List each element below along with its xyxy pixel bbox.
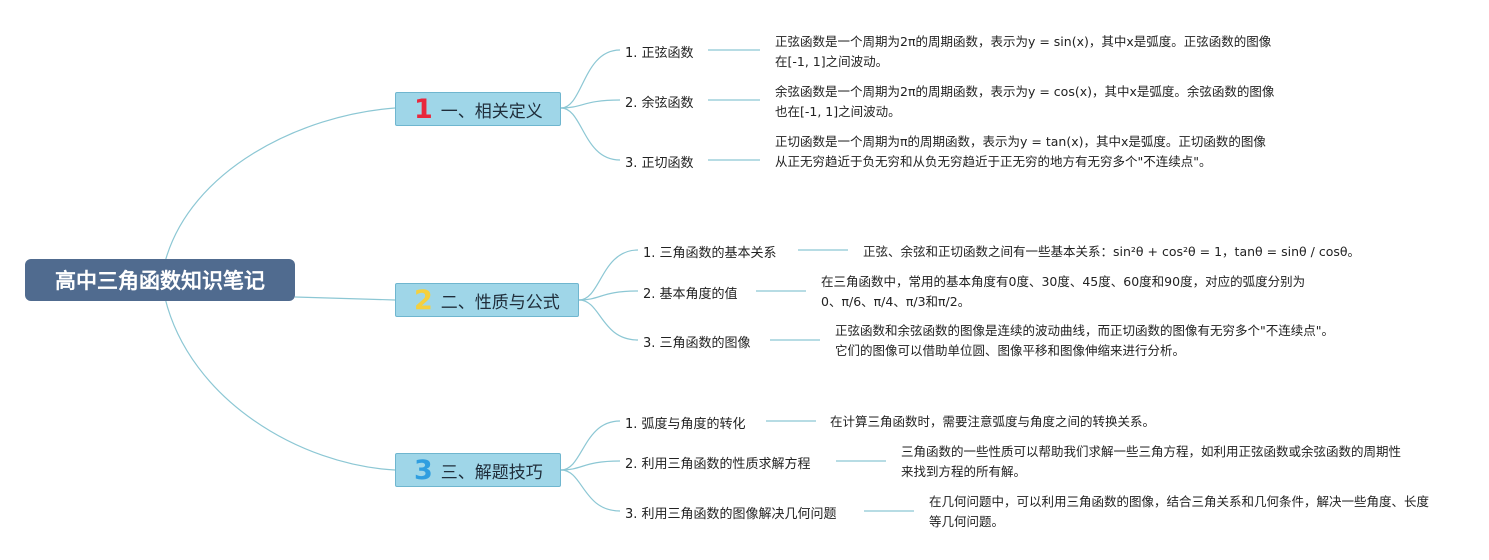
root-to-branch-2	[294, 296, 396, 301]
topic-basic-relations-desc: 正弦、余弦和正切函数之间有一些基本关系：sin²θ + cos²θ = 1，ta…	[863, 244, 1360, 259]
topic-cosine-desc: 余弦函数是一个周期为2π的周期函数，表示为y = cos(x)，其中x是弧度。余…	[775, 84, 1275, 119]
topic-basic-angles[interactable]: 2. 基本角度的值	[643, 287, 738, 302]
topic-tangent[interactable]: 3. 正切函数	[625, 156, 694, 171]
root-title: 高中三角函数知识笔记	[55, 269, 265, 293]
branch-3-to-topic-3	[560, 469, 621, 512]
topic-sine[interactable]: 1. 正弦函数	[625, 46, 694, 61]
branch-techniques[interactable]: 3 三、解题技巧	[395, 453, 561, 487]
topic-geometry-desc: 在几何问题中，可以利用三角函数的图像，结合三角关系和几何条件，解决一些角度、长度…	[929, 494, 1430, 529]
branch-1-to-topic-3	[560, 107, 621, 161]
branch-3-to-topic-1	[560, 420, 621, 471]
branch-3-to-topic-2	[560, 460, 621, 471]
branch-1-to-topic-2	[560, 99, 621, 109]
topic-cosine[interactable]: 2. 余弦函数	[625, 96, 694, 111]
branch-label: 三、解题技巧	[440, 462, 543, 483]
topic-radian-degree[interactable]: 1. 弧度与角度的转化	[625, 417, 746, 432]
root-to-branch-3	[164, 297, 396, 471]
branch-properties[interactable]: 2 二、性质与公式	[395, 283, 579, 317]
topic-solve-equations[interactable]: 2. 利用三角函数的性质求解方程	[625, 457, 811, 472]
branch-label: 一、相关定义	[440, 101, 543, 122]
branch-2-to-topic-3	[578, 299, 639, 341]
number-2-icon: 2	[414, 284, 433, 316]
topic-tangent-desc: 正切函数是一个周期为π的周期函数，表示为y = tan(x)，其中x是弧度。正切…	[775, 134, 1266, 169]
topic-radian-degree-desc: 在计算三角函数时，需要注意弧度与角度之间的转换关系。	[830, 414, 1156, 429]
branch-2-to-topic-1	[578, 249, 639, 301]
branch-definitions[interactable]: 1 一、相关定义	[395, 92, 561, 126]
topic-graphs-desc: 正弦函数和余弦函数的图像是连续的波动曲线，而正切函数的图像有无穷多个"不连续点"…	[835, 323, 1335, 358]
number-1-icon: 1	[414, 93, 433, 125]
topic-sine-desc: 正弦函数是一个周期为2π的周期函数，表示为y = sin(x)，其中x是弧度。正…	[775, 34, 1272, 69]
topic-geometry[interactable]: 3. 利用三角函数的图像解决几何问题	[625, 507, 837, 522]
topic-solve-equations-desc: 三角函数的一些性质可以帮助我们求解一些三角方程，如利用正弦函数或余弦函数的周期性…	[901, 444, 1402, 479]
topic-basic-angles-desc: 在三角函数中，常用的基本角度有0度、30度、45度、60度和90度，对应的弧度分…	[821, 274, 1306, 309]
root-to-branch-1	[164, 107, 396, 263]
root-node[interactable]: 高中三角函数知识笔记	[25, 259, 295, 301]
number-3-icon: 3	[414, 454, 433, 486]
branch-2-to-topic-2	[578, 290, 639, 301]
branch-1-to-topic-1	[560, 49, 621, 109]
topic-basic-relations[interactable]: 1. 三角函数的基本关系	[643, 246, 777, 261]
topic-graphs[interactable]: 3. 三角函数的图像	[643, 336, 751, 351]
branch-label: 二、性质与公式	[440, 292, 560, 313]
